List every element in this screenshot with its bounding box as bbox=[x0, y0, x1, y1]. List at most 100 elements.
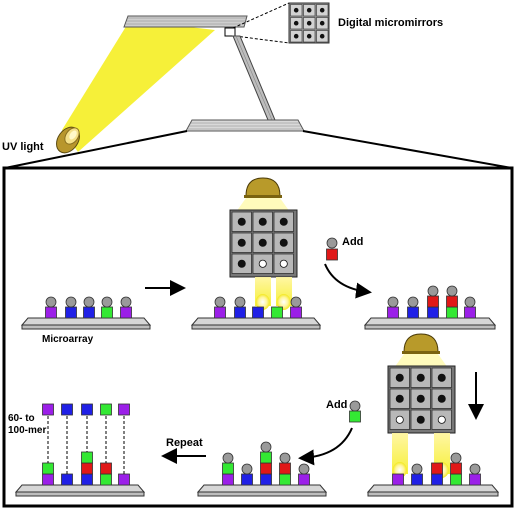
uv-lamp-icon bbox=[56, 126, 80, 154]
illuminated-spot bbox=[276, 294, 291, 310]
micromirror-grid-icon bbox=[288, 2, 330, 44]
protecting-group bbox=[411, 463, 423, 475]
mirror-dot bbox=[319, 7, 325, 13]
nucleotide-red bbox=[427, 295, 439, 308]
mirror-dot bbox=[319, 33, 325, 39]
slide-edge bbox=[364, 324, 496, 330]
mer-label-line1: 60- to bbox=[8, 413, 35, 424]
add-label-1: Add bbox=[342, 236, 363, 248]
nucleotide-red bbox=[260, 462, 272, 475]
nucleotide-green bbox=[222, 462, 234, 475]
nucleotide-green bbox=[446, 306, 458, 319]
open-mirror bbox=[437, 415, 446, 424]
nucleotide-green bbox=[100, 473, 112, 486]
protecting-group bbox=[101, 296, 113, 308]
slide-edge bbox=[191, 324, 321, 330]
nucleotide-red bbox=[431, 462, 443, 475]
protecting-group bbox=[326, 237, 338, 249]
protecting-group bbox=[446, 285, 458, 297]
mirror-dot bbox=[293, 20, 299, 26]
nucleotide-purple bbox=[469, 473, 481, 486]
protecting-group bbox=[298, 463, 310, 475]
synthesis-slide-top bbox=[185, 119, 305, 132]
lamp-icon bbox=[245, 177, 281, 197]
mirror-dot bbox=[319, 20, 325, 26]
micromirror-plate bbox=[123, 15, 248, 28]
protecting-group bbox=[279, 452, 291, 464]
closed-mirror bbox=[237, 238, 246, 247]
nucleotide-blue bbox=[81, 473, 93, 486]
add-arrow-2 bbox=[298, 427, 353, 466]
closed-mirror bbox=[279, 238, 288, 247]
nucleotide-blue bbox=[427, 306, 439, 319]
nucleotide-purple bbox=[118, 403, 130, 416]
nucleotide-purple bbox=[464, 306, 476, 319]
closed-mirror bbox=[258, 217, 267, 226]
nucleotide-purple bbox=[45, 306, 57, 319]
nucleotide-purple bbox=[290, 306, 302, 319]
protecting-group bbox=[83, 296, 95, 308]
nucleotide-red bbox=[450, 462, 462, 475]
slide-edge bbox=[197, 491, 327, 497]
slide bbox=[20, 317, 152, 326]
mer-label-line2: 100-mer bbox=[8, 425, 46, 436]
digital-micromirrors-label: Digital micromirrors bbox=[338, 17, 443, 29]
lamp-base bbox=[402, 351, 440, 354]
slide bbox=[196, 484, 328, 493]
slide bbox=[366, 484, 500, 493]
open-mirror bbox=[258, 259, 267, 268]
light-cone bbox=[236, 198, 290, 212]
nucleotide-green bbox=[279, 473, 291, 486]
closed-mirror bbox=[258, 238, 267, 247]
nucleotide-purple bbox=[118, 473, 130, 486]
slide-edge bbox=[21, 324, 151, 330]
nucleotide-green bbox=[42, 462, 54, 475]
closed-mirror bbox=[395, 373, 404, 382]
closed-mirror bbox=[416, 415, 425, 424]
nucleotide-red bbox=[81, 462, 93, 475]
top-setup: Digital micromirrors UV light bbox=[2, 2, 513, 169]
protecting-group bbox=[469, 463, 481, 475]
add-label-2: Add bbox=[326, 399, 347, 411]
nucleotide-purple bbox=[222, 473, 234, 486]
nucleotide-blue bbox=[61, 403, 73, 416]
add-arrow-1 bbox=[324, 263, 372, 299]
lamp-icon bbox=[403, 333, 439, 353]
closed-mirror bbox=[416, 394, 425, 403]
uv-beam bbox=[62, 20, 215, 152]
protecting-group bbox=[349, 400, 361, 412]
nucleotide-blue bbox=[252, 306, 264, 319]
nucleotide-green bbox=[100, 403, 112, 416]
nucleotide-purple bbox=[214, 306, 226, 319]
protecting-group bbox=[387, 296, 399, 308]
nucleotide-purple bbox=[387, 306, 399, 319]
protecting-group bbox=[222, 452, 234, 464]
slide-edge bbox=[15, 491, 145, 497]
nucleotide-green bbox=[450, 473, 462, 486]
closed-mirror bbox=[237, 217, 246, 226]
nucleotide-red bbox=[100, 462, 112, 475]
nucleotide-blue bbox=[407, 306, 419, 319]
nucleotide-blue bbox=[241, 473, 253, 486]
nucleotide-purple bbox=[42, 473, 54, 486]
nucleotide-purple bbox=[298, 473, 310, 486]
nucleotide-green bbox=[271, 306, 283, 319]
protecting-group bbox=[241, 463, 253, 475]
nucleotide-green bbox=[101, 306, 113, 319]
mirror-dot bbox=[306, 33, 312, 39]
microarray-label: Microarray bbox=[42, 334, 94, 345]
nucleotide-blue bbox=[65, 306, 77, 319]
light-cone bbox=[394, 354, 448, 368]
uv-light-label: UV light bbox=[2, 141, 44, 153]
nucleotide-blue bbox=[234, 306, 246, 319]
nucleotide-purple bbox=[392, 473, 404, 486]
nucleotide-purple bbox=[120, 306, 132, 319]
slide-edge bbox=[367, 491, 499, 497]
illuminated-spot bbox=[255, 294, 270, 310]
protecting-group bbox=[214, 296, 226, 308]
protecting-group bbox=[407, 296, 419, 308]
mirror-dot bbox=[306, 20, 312, 26]
slide bbox=[190, 317, 322, 326]
closed-mirror bbox=[437, 373, 446, 382]
protecting-group bbox=[290, 296, 302, 308]
